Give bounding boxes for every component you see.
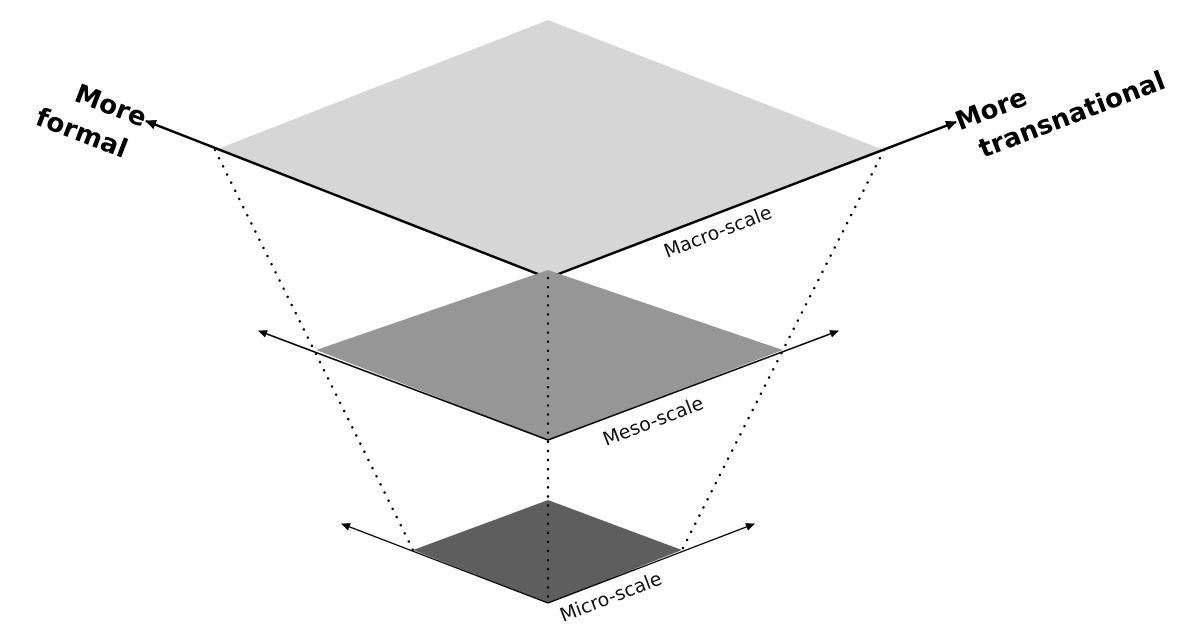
meso-axis-right — [547, 330, 839, 441]
meso-plane — [316, 270, 783, 440]
axis-title-left: More formal — [31, 79, 150, 165]
micro-axis-left — [341, 523, 549, 604]
macro-axis-right — [547, 120, 957, 280]
meso-axis-left — [258, 330, 549, 441]
micro-axis-right — [547, 523, 755, 604]
macro-plane — [215, 20, 884, 278]
projection-line-right — [680, 148, 886, 552]
axis-title-right: More transnational — [951, 66, 1169, 165]
projection-line-left — [213, 148, 415, 552]
macro-axis-left — [145, 119, 549, 280]
